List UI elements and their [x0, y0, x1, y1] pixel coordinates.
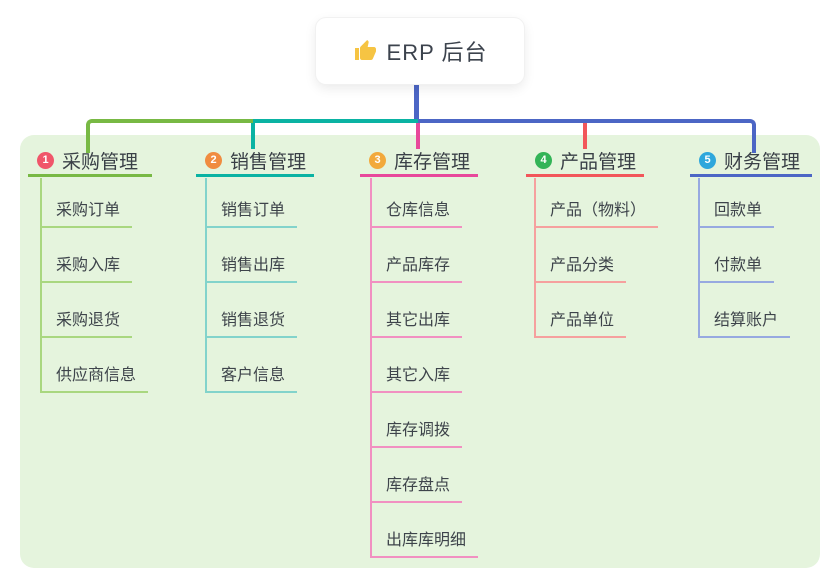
- branch-topic-label: 销售管理: [230, 152, 307, 173]
- connector-branch-5: [418, 119, 756, 153]
- branch-number-badge: 3: [369, 152, 386, 169]
- sub-topic[interactable]: 产品库存: [372, 228, 478, 283]
- branch-number-badge: 5: [699, 152, 716, 169]
- branch-subtopic-list: 产品（物料） 产品分类产品单位: [534, 178, 659, 338]
- branch-topic[interactable]: 2 销售管理: [196, 147, 314, 177]
- branch-subtopic-list: 回款单付款单结算账户: [698, 178, 791, 338]
- sub-topic-label: 销售订单: [207, 196, 298, 228]
- branch-subtopic-list: 销售订单销售出库销售退货客户信息: [205, 178, 298, 393]
- branch-topic-label: 财务管理: [724, 152, 801, 173]
- connector-branch-1: [86, 119, 257, 153]
- sub-topic[interactable]: 其它出库: [372, 283, 478, 338]
- sub-topic-label: 销售出库: [207, 251, 298, 283]
- sub-topic[interactable]: 库存盘点: [372, 448, 478, 503]
- sub-topic[interactable]: 采购订单: [42, 178, 148, 228]
- sub-topic[interactable]: 产品（物料）: [536, 178, 659, 228]
- root-node[interactable]: ERP 后台: [316, 18, 524, 84]
- branch-number-badge: 1: [37, 152, 54, 169]
- sub-topic[interactable]: 付款单: [700, 228, 790, 283]
- branch-topic[interactable]: 5 财务管理: [690, 147, 812, 177]
- sub-topic-label: 销售退货: [207, 306, 298, 338]
- sub-topic[interactable]: 结算账户: [700, 283, 791, 338]
- sub-topic-label: 采购订单: [42, 196, 133, 228]
- branch-topic[interactable]: 1 采购管理: [28, 147, 152, 177]
- sub-topic-label: 库存盘点: [372, 471, 463, 503]
- sub-topic-label: 采购入库: [42, 251, 133, 283]
- sub-topic[interactable]: 供应商信息: [42, 338, 149, 393]
- sub-topic-label: 供应商信息: [42, 361, 149, 393]
- connector-branch-2: [251, 123, 255, 149]
- thumbs-up-icon: [353, 39, 377, 63]
- sub-topic-label: 产品（物料）: [536, 196, 659, 228]
- sub-topic[interactable]: 回款单: [700, 178, 790, 228]
- branch-number-badge: 4: [535, 152, 552, 169]
- sub-topic[interactable]: 客户信息: [207, 338, 298, 393]
- root-node-label: ERP 后台: [386, 40, 488, 65]
- sub-topic[interactable]: 销售出库: [207, 228, 298, 283]
- sub-topic[interactable]: 产品单位: [536, 283, 658, 338]
- sub-topic-label: 产品单位: [536, 306, 627, 338]
- sub-topic-label: 仓库信息: [372, 196, 463, 228]
- branch-topic-label: 产品管理: [560, 152, 637, 173]
- sub-topic[interactable]: 其它入库: [372, 338, 478, 393]
- sub-topic-label: 其它出库: [372, 306, 463, 338]
- root-connector-line: [414, 84, 419, 119]
- sub-topic-label: 库存调拨: [372, 416, 463, 448]
- sub-topic[interactable]: 产品分类: [536, 228, 658, 283]
- connector-branch-3: [416, 123, 420, 149]
- connector-branch-4: [583, 123, 587, 149]
- branch-topic-label: 库存管理: [394, 152, 471, 173]
- sub-topic[interactable]: 销售退货: [207, 283, 298, 338]
- sub-topic-label: 回款单: [700, 196, 775, 228]
- sub-topic-label: 产品分类: [536, 251, 627, 283]
- branch-topic[interactable]: 3 库存管理: [360, 147, 478, 177]
- branch-subtopic-list: 仓库信息产品库存其它出库其它入库库存调拨库存盘点出库库明细: [370, 178, 479, 558]
- branch-subtopic-list: 采购订单采购入库采购退货供应商信息: [40, 178, 149, 393]
- sub-topic-label: 客户信息: [207, 361, 298, 393]
- sub-topic-label: 付款单: [700, 251, 775, 283]
- sub-topic-label: 其它入库: [372, 361, 463, 393]
- sub-topic[interactable]: 采购退货: [42, 283, 148, 338]
- sub-topic-label: 采购退货: [42, 306, 133, 338]
- sub-topic[interactable]: 出库库明细: [372, 503, 479, 558]
- sub-topic-label: 结算账户: [700, 306, 791, 338]
- sub-topic[interactable]: 采购入库: [42, 228, 148, 283]
- sub-topic-label: 出库库明细: [372, 526, 479, 558]
- branch-topic-label: 采购管理: [62, 152, 139, 173]
- branch-topic[interactable]: 4 产品管理: [526, 147, 644, 177]
- sub-topic[interactable]: 库存调拨: [372, 393, 478, 448]
- background-panel: [20, 135, 820, 568]
- sub-topic-label: 产品库存: [372, 251, 463, 283]
- branch-number-badge: 2: [205, 152, 222, 169]
- sub-topic[interactable]: 销售订单: [207, 178, 298, 228]
- connector-bus-teal: [253, 119, 418, 123]
- sub-topic[interactable]: 仓库信息: [372, 178, 478, 228]
